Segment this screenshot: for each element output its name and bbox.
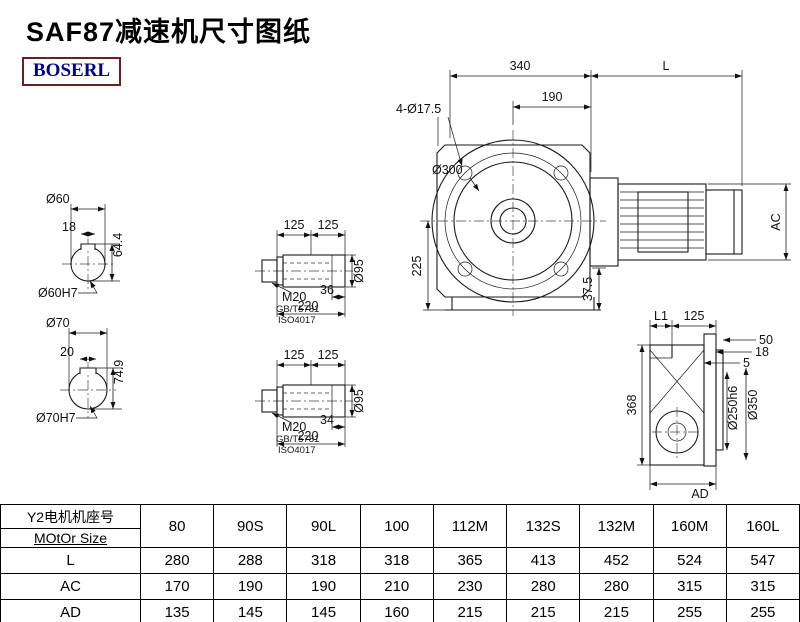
shaft-detail-1: 125 125 M20 GB/T5781 ISO4017 36 220 Ø95 [255,218,366,326]
frame-size-header: 100 [359,504,434,548]
table-row-AD: AD 135 145 145 160 215 215 215 255 255 [0,599,800,622]
frame-size-header: 160M [652,504,727,548]
dim-label-125b: 125 [318,348,339,362]
dim-label-5: 5 [743,356,750,370]
terminal-box [637,191,689,253]
dim-label-dia70: Ø70 [46,316,70,330]
dim-label-36: 36 [320,283,334,297]
technical-drawing: 340 L 190 4-Ø17.5 Ø300 225 37.5 [36,59,791,501]
dim-label-key20: 20 [60,345,74,359]
dim-label-125: 125 [684,309,705,323]
frame-size-header: 160L [725,504,800,548]
dim-label-bolt-holes: 4-Ø17.5 [396,102,441,116]
std-label-gb: GB/T5781 [276,434,319,445]
table-cell: 190 [286,573,361,600]
table-cell: 318 [286,547,361,574]
dim-label-340: 340 [510,59,531,73]
thread-label-m20: M20 [282,290,306,304]
dim-label-220: 220 [298,429,319,443]
frame-size-header: 132S [506,504,581,548]
table-row-L: L 280 288 318 318 365 413 452 524 547 [0,547,800,574]
dim-label-64-4: 64.4 [111,233,125,257]
table-cell: 524 [652,547,727,574]
frame-size-header: 80 [139,504,215,548]
dim-label-fit70: Ø70H7 [36,411,76,425]
dim-label-350: Ø350 [746,390,760,421]
row-label: L [0,547,141,574]
dim-label-125b: 125 [318,218,339,232]
std-label-iso: ISO4017 [278,315,316,326]
dim-label-225: 225 [410,256,424,277]
header-cn: Y2电机机座号 [1,505,140,529]
row-label: AD [0,599,141,622]
table-cell: 255 [725,599,800,622]
table-cell: 318 [359,547,434,574]
table-cell: 452 [579,547,654,574]
shaft-detail-2: 125 125 M20 GB/T5781 ISO4017 34 220 Ø95 [255,348,366,456]
table-cell: 230 [432,573,508,600]
motor-fins [620,191,704,249]
frame-size-header: 112M [432,504,508,548]
shaft-section-60: Ø60 18 64.4 Ø60H7 [38,192,125,300]
table-cell: 280 [506,573,581,600]
table-cell: 413 [506,547,581,574]
header-en: MOtOr Size [33,530,108,546]
table-cell: 365 [432,547,508,574]
dim-label-190: 190 [542,90,563,104]
dim-label-dia95: Ø95 [352,259,366,283]
table-cell: 135 [139,599,215,622]
table-cell: 215 [506,599,581,622]
table-cell: 255 [652,599,727,622]
table-cell: 547 [725,547,800,574]
dim-label-L1: L1 [654,309,668,323]
boserl-logo: BOSERL [22,57,122,86]
dim-label-key18: 18 [62,220,76,234]
frame-size-header: 132M [579,504,654,548]
thread-label-m20: M20 [282,420,306,434]
table-row-AC: AC 170 190 190 210 230 280 280 315 315 [0,573,800,600]
table-cell: 315 [725,573,800,600]
dim-label-dia60: Ø60 [46,192,70,206]
dim-label-220: 220 [298,299,319,313]
dim-label-37-5: 37.5 [581,277,595,301]
dim-label-L: L [663,59,670,73]
dim-label-250: Ø250h6 [726,386,740,431]
dim-label-125a: 125 [284,218,305,232]
page-title: SAF87减速机尺寸图纸 [26,17,312,47]
shaft-section-70: Ø70 20 74.9 Ø70H7 [36,316,126,425]
table-cell: 215 [579,599,654,622]
row-label: AC [0,573,141,600]
front-view: 340 L 190 4-Ø17.5 Ø300 225 37.5 [396,59,791,316]
dim-label-34: 34 [320,413,334,427]
table-cell: 210 [359,573,434,600]
dim-label-AC: AC [769,213,783,230]
dim-label-dia95: Ø95 [352,389,366,413]
table-cell: 145 [286,599,361,622]
dim-label-50: 50 [759,333,773,347]
dim-label-368: 368 [625,395,639,416]
table-cell: 315 [652,573,727,600]
table-cell: 288 [213,547,288,574]
table-cell: 170 [139,573,215,600]
table-cell: 280 [579,573,654,600]
table-cell: 280 [139,547,215,574]
table-header-motor-size: Y2电机机座号 MOtOr Size [0,504,141,548]
table-cell: 190 [213,573,288,600]
dimension-table: Y2电机机座号 MOtOr Size 80 90S 90L 100 112M 1… [0,504,800,622]
dim-label-AD: AD [691,487,708,501]
frame-size-header: 90L [286,504,361,548]
dim-label-flange-dia: Ø300 [432,163,463,177]
table-cell: 160 [359,599,434,622]
std-label-iso: ISO4017 [278,445,316,456]
dim-label-125a: 125 [284,348,305,362]
dim-label-74-9: 74.9 [112,360,126,384]
std-label-gb: GB/T5781 [276,304,319,315]
dim-label-fit60: Ø60H7 [38,286,78,300]
table-header-row: Y2电机机座号 MOtOr Size 80 90S 90L 100 112M 1… [0,504,800,548]
dim-label-18: 18 [755,345,769,359]
side-view: L1 125 50 18 5 368 Ø250h6 Ø350 AD [625,309,773,501]
table-cell: 215 [432,599,508,622]
frame-size-header: 90S [213,504,288,548]
table-cell: 145 [213,599,288,622]
